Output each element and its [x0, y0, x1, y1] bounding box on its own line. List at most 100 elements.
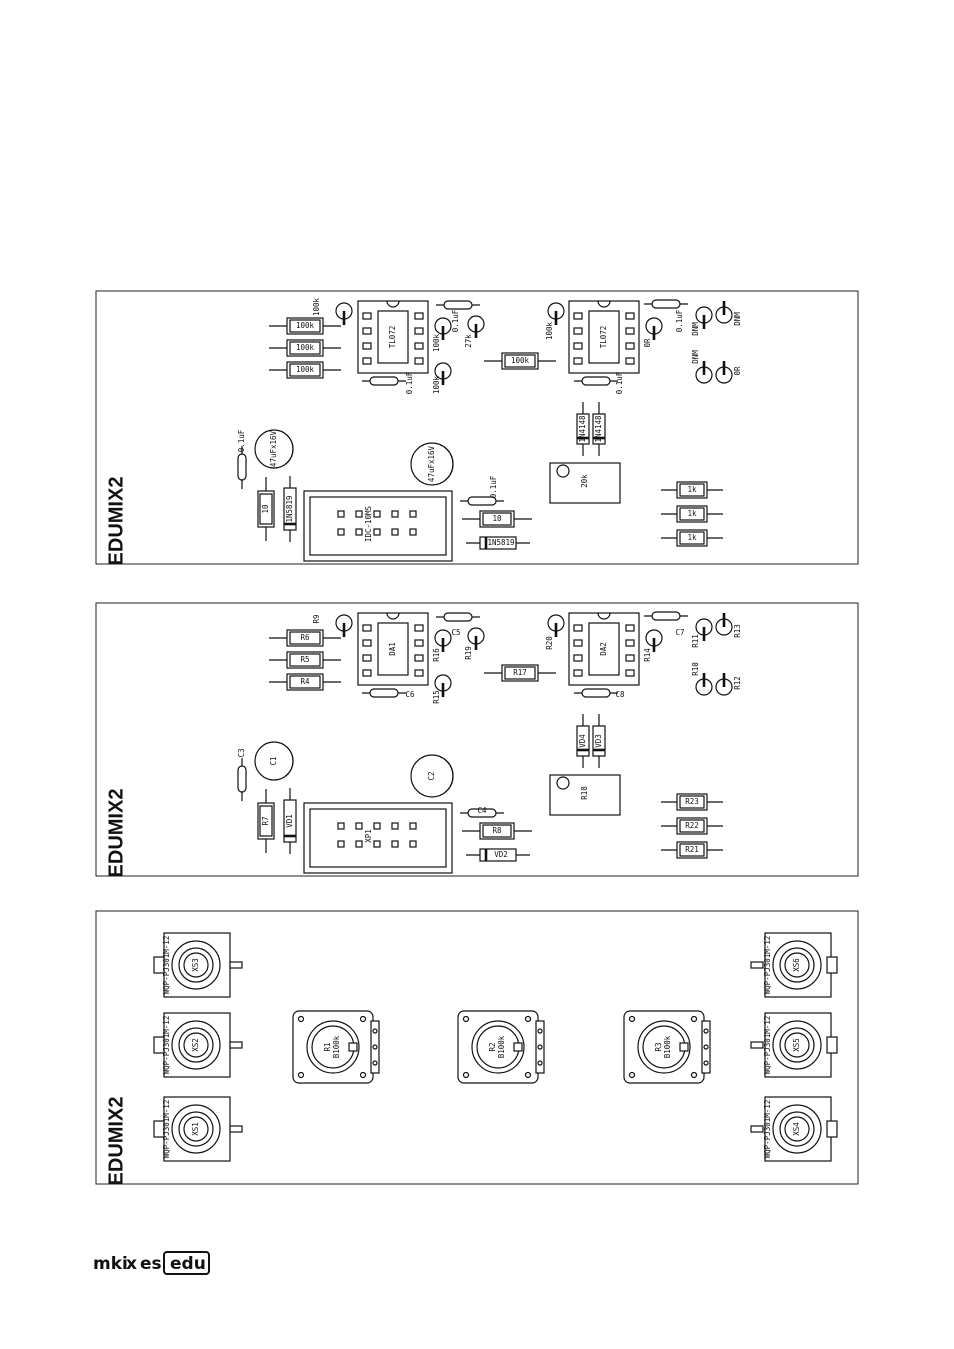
resistor: 1k	[661, 529, 723, 547]
jack-part-label: WQP-PJ301M-12	[162, 936, 171, 995]
component-label: DNM	[691, 322, 700, 336]
ic-pin	[573, 327, 583, 335]
jack-hole	[784, 1116, 810, 1142]
resistor-label: R5	[300, 655, 309, 664]
jack-label: XS6	[792, 958, 801, 972]
pot-value: B100k	[663, 1035, 672, 1058]
resistor-inner	[289, 319, 321, 333]
pot-leg	[372, 1060, 378, 1066]
header-pin	[409, 528, 417, 536]
resistor-label: 100k	[296, 321, 315, 330]
component-label: R20	[545, 636, 554, 650]
cap-label: C7	[675, 628, 684, 637]
jack-notch	[826, 956, 838, 974]
ic-label: DA1	[388, 642, 397, 656]
diode: VD4	[576, 714, 590, 768]
resistor-inner	[482, 824, 512, 838]
pot-value: B100k	[497, 1035, 506, 1058]
pot-leg	[537, 1028, 543, 1034]
diode-label: VD3	[594, 734, 603, 748]
board-outline	[95, 290, 859, 565]
resistor-inner	[289, 653, 321, 667]
vertical-resistor: 100k	[432, 362, 452, 394]
resistor-label: R17	[513, 668, 527, 677]
diode-label: VD4	[578, 734, 587, 748]
cap-polarity	[285, 433, 294, 465]
diode-body	[479, 536, 517, 550]
jack-notch	[826, 1036, 838, 1054]
ceramic-capacitor: C4	[460, 806, 504, 818]
vertical-resistor: DNM	[691, 350, 713, 384]
pot-mount	[690, 1015, 698, 1023]
resistor: R5	[269, 651, 341, 669]
pot-label: R3	[654, 1042, 663, 1051]
resistor-inner	[259, 493, 273, 525]
trimmer: 20k	[549, 462, 621, 504]
jack-part-label: WQP-PJ301M-12	[763, 1016, 772, 1075]
resistor: R22	[661, 817, 723, 835]
header-pin	[391, 528, 399, 536]
jack-hole	[784, 952, 810, 978]
jack-hole	[784, 1032, 810, 1058]
vertical-resistor: R12	[715, 673, 742, 696]
resistor: 100k	[269, 317, 341, 335]
jack-tab	[750, 961, 764, 969]
component-label: R11	[691, 634, 700, 648]
jack-notch	[153, 1120, 165, 1138]
resistor-inner	[289, 675, 321, 689]
ic-pin	[362, 342, 372, 350]
resistor-label: R7	[261, 816, 270, 825]
cap-body	[467, 808, 497, 818]
diode: VD2	[466, 848, 530, 862]
board-outline	[95, 910, 859, 1185]
jack-part-label: WQP-PJ301M-12	[763, 1100, 772, 1159]
pot-leg	[703, 1044, 709, 1050]
vertical-resistor: 27k	[464, 315, 485, 348]
pot-key	[348, 1042, 358, 1052]
pot-label: R1	[323, 1042, 332, 1051]
ic-pin	[414, 624, 424, 632]
audio-jack: XS4 WQP-PJ301M-12	[750, 1096, 838, 1162]
resistor: 1k	[661, 505, 723, 523]
vertical-resistor: R10	[691, 662, 713, 696]
diode-body	[576, 413, 590, 445]
jack-hole	[183, 952, 209, 978]
resistor-inner	[482, 512, 512, 526]
cap-body	[369, 688, 399, 698]
cap-polarity	[444, 446, 454, 482]
ic-pin	[414, 639, 424, 647]
ic-label: TL072	[599, 326, 608, 349]
header-label: IDC-10MS	[364, 505, 373, 542]
diode: 1N5819	[466, 536, 530, 550]
diode-body	[283, 487, 297, 531]
ic-pin	[573, 357, 583, 365]
ic-pin	[573, 342, 583, 350]
resistor: R17	[484, 664, 556, 682]
vertical-resistor: R13	[715, 613, 742, 638]
board-title: EDUMIX2	[105, 477, 127, 566]
ic-pin	[362, 327, 372, 335]
vertical-resistor: R9	[312, 614, 353, 637]
diode-label: VD2	[494, 850, 508, 859]
header-pin	[337, 822, 345, 830]
ceramic-capacitor: C7	[644, 611, 688, 637]
electrolytic-capacitor: C2	[410, 754, 454, 798]
ic-notch	[386, 612, 400, 620]
header-pin	[337, 528, 345, 536]
cap-body	[467, 496, 497, 506]
diode-body	[592, 413, 606, 445]
logo-mki: mki	[93, 1254, 128, 1274]
component-label: R10	[691, 662, 700, 676]
pot-leg	[703, 1028, 709, 1034]
vertical-resistor: 100k	[545, 302, 565, 340]
jack-label: XS4	[792, 1122, 801, 1136]
header-pin	[373, 510, 381, 518]
diode-label: 1N5819	[487, 538, 514, 547]
pot-mount	[462, 1071, 470, 1079]
ic-label: TL072	[388, 326, 397, 349]
header-pin	[355, 510, 363, 518]
